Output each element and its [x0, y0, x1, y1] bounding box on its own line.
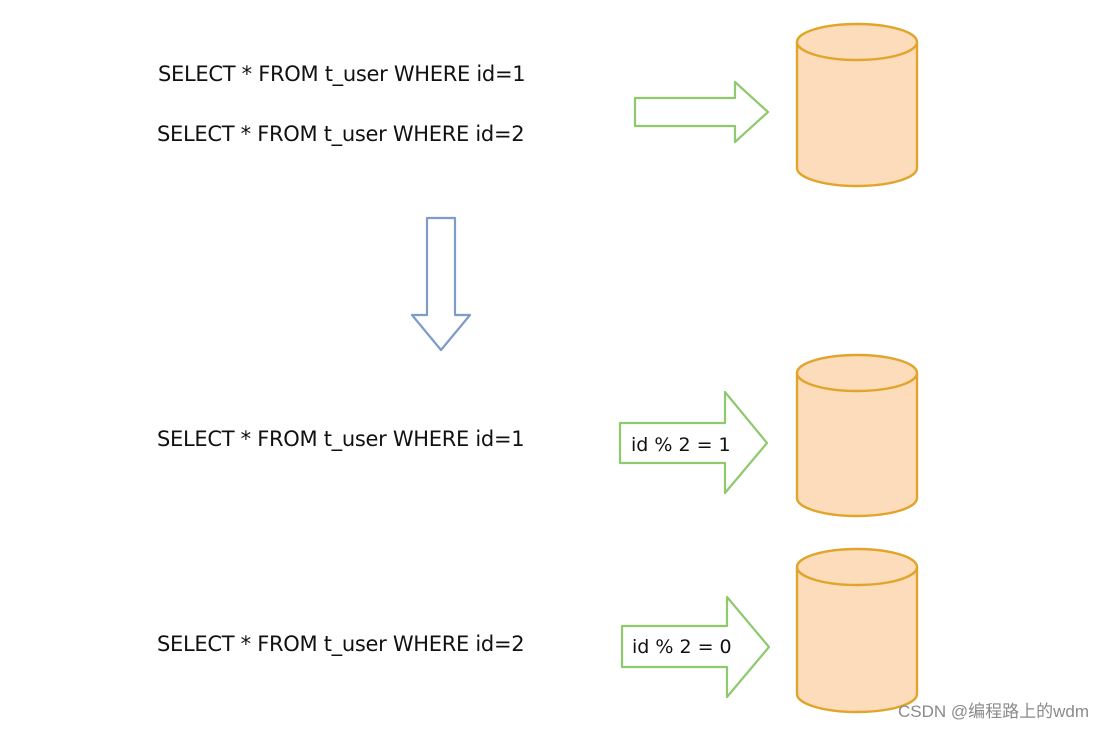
route-arrow-single — [633, 80, 770, 144]
watermark: CSDN @编程路上的wdm — [897, 702, 1089, 721]
query-shard-2: SELECT * FROM t_user WHERE id=2 — [157, 632, 525, 656]
routing-rule-shard-1: id % 2 = 1 — [627, 432, 735, 458]
database-cylinder-shard-1 — [795, 353, 919, 518]
query-before-id2: SELECT * FROM t_user WHERE id=2 — [157, 122, 525, 146]
routing-rule-shard-2: id % 2 = 0 — [628, 634, 736, 660]
database-cylinder-shard-2 — [795, 547, 919, 714]
database-cylinder-single — [795, 22, 919, 188]
query-shard-1: SELECT * FROM t_user WHERE id=1 — [157, 427, 525, 451]
query-before-id1: SELECT * FROM t_user WHERE id=1 — [158, 62, 526, 86]
sharding-down-arrow — [410, 216, 472, 352]
